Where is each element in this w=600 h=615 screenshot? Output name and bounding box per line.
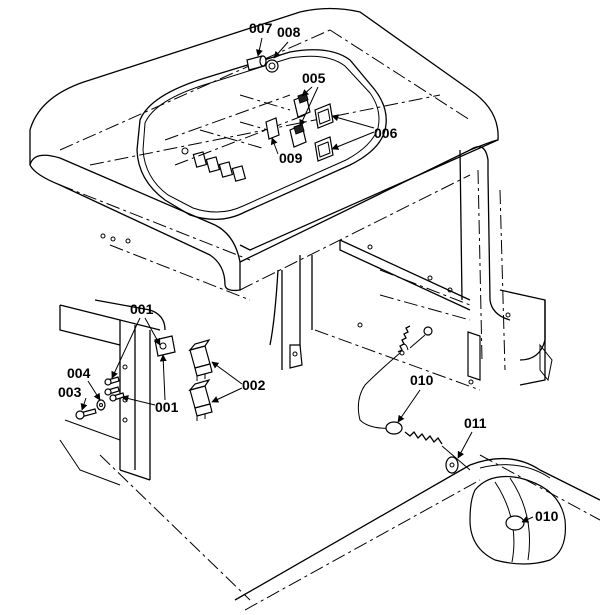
- mirror: [469, 475, 567, 565]
- dashboard-panel: [136, 49, 387, 220]
- indicator-lamp: [246, 55, 267, 71]
- callout-011: 011: [464, 415, 487, 431]
- cab-frame: [269, 149, 553, 391]
- callout-007: 007: [249, 20, 273, 36]
- switch-upper: [293, 92, 311, 118]
- leader-lines: [80, 37, 534, 523]
- callout-001-bottom: 001: [155, 399, 179, 415]
- door-stay-cable: [357, 325, 471, 474]
- canopy-roof: [29, 7, 499, 301]
- callout-004: 004: [67, 365, 91, 381]
- switch-lower: [289, 123, 307, 148]
- callout-002: 002: [242, 377, 266, 393]
- relay-upper: [188, 338, 213, 381]
- lamp-lens: [265, 59, 279, 73]
- screw-upper-a: [104, 376, 120, 386]
- callout-008: 008: [277, 24, 301, 40]
- callout-006: 006: [374, 125, 398, 141]
- callout-010-left: 010: [410, 372, 434, 388]
- cab-lower-body: [234, 454, 600, 611]
- bolt: [75, 408, 97, 420]
- blank-plug: [265, 117, 280, 140]
- washer: [96, 399, 106, 411]
- callout-003: 003: [58, 384, 82, 400]
- callout-001-top: 001: [130, 301, 154, 317]
- switch-cover-lower: [314, 136, 334, 162]
- callout-005: 005: [302, 70, 326, 86]
- callout-009: 009: [279, 150, 303, 166]
- callout-010-right: 010: [535, 508, 559, 524]
- relay-mount-bracket: [59, 299, 251, 601]
- screw-upper-b: [104, 386, 120, 396]
- switch-cover-upper: [314, 103, 334, 129]
- screw-lower: [109, 392, 125, 402]
- relay-lower: [188, 378, 213, 421]
